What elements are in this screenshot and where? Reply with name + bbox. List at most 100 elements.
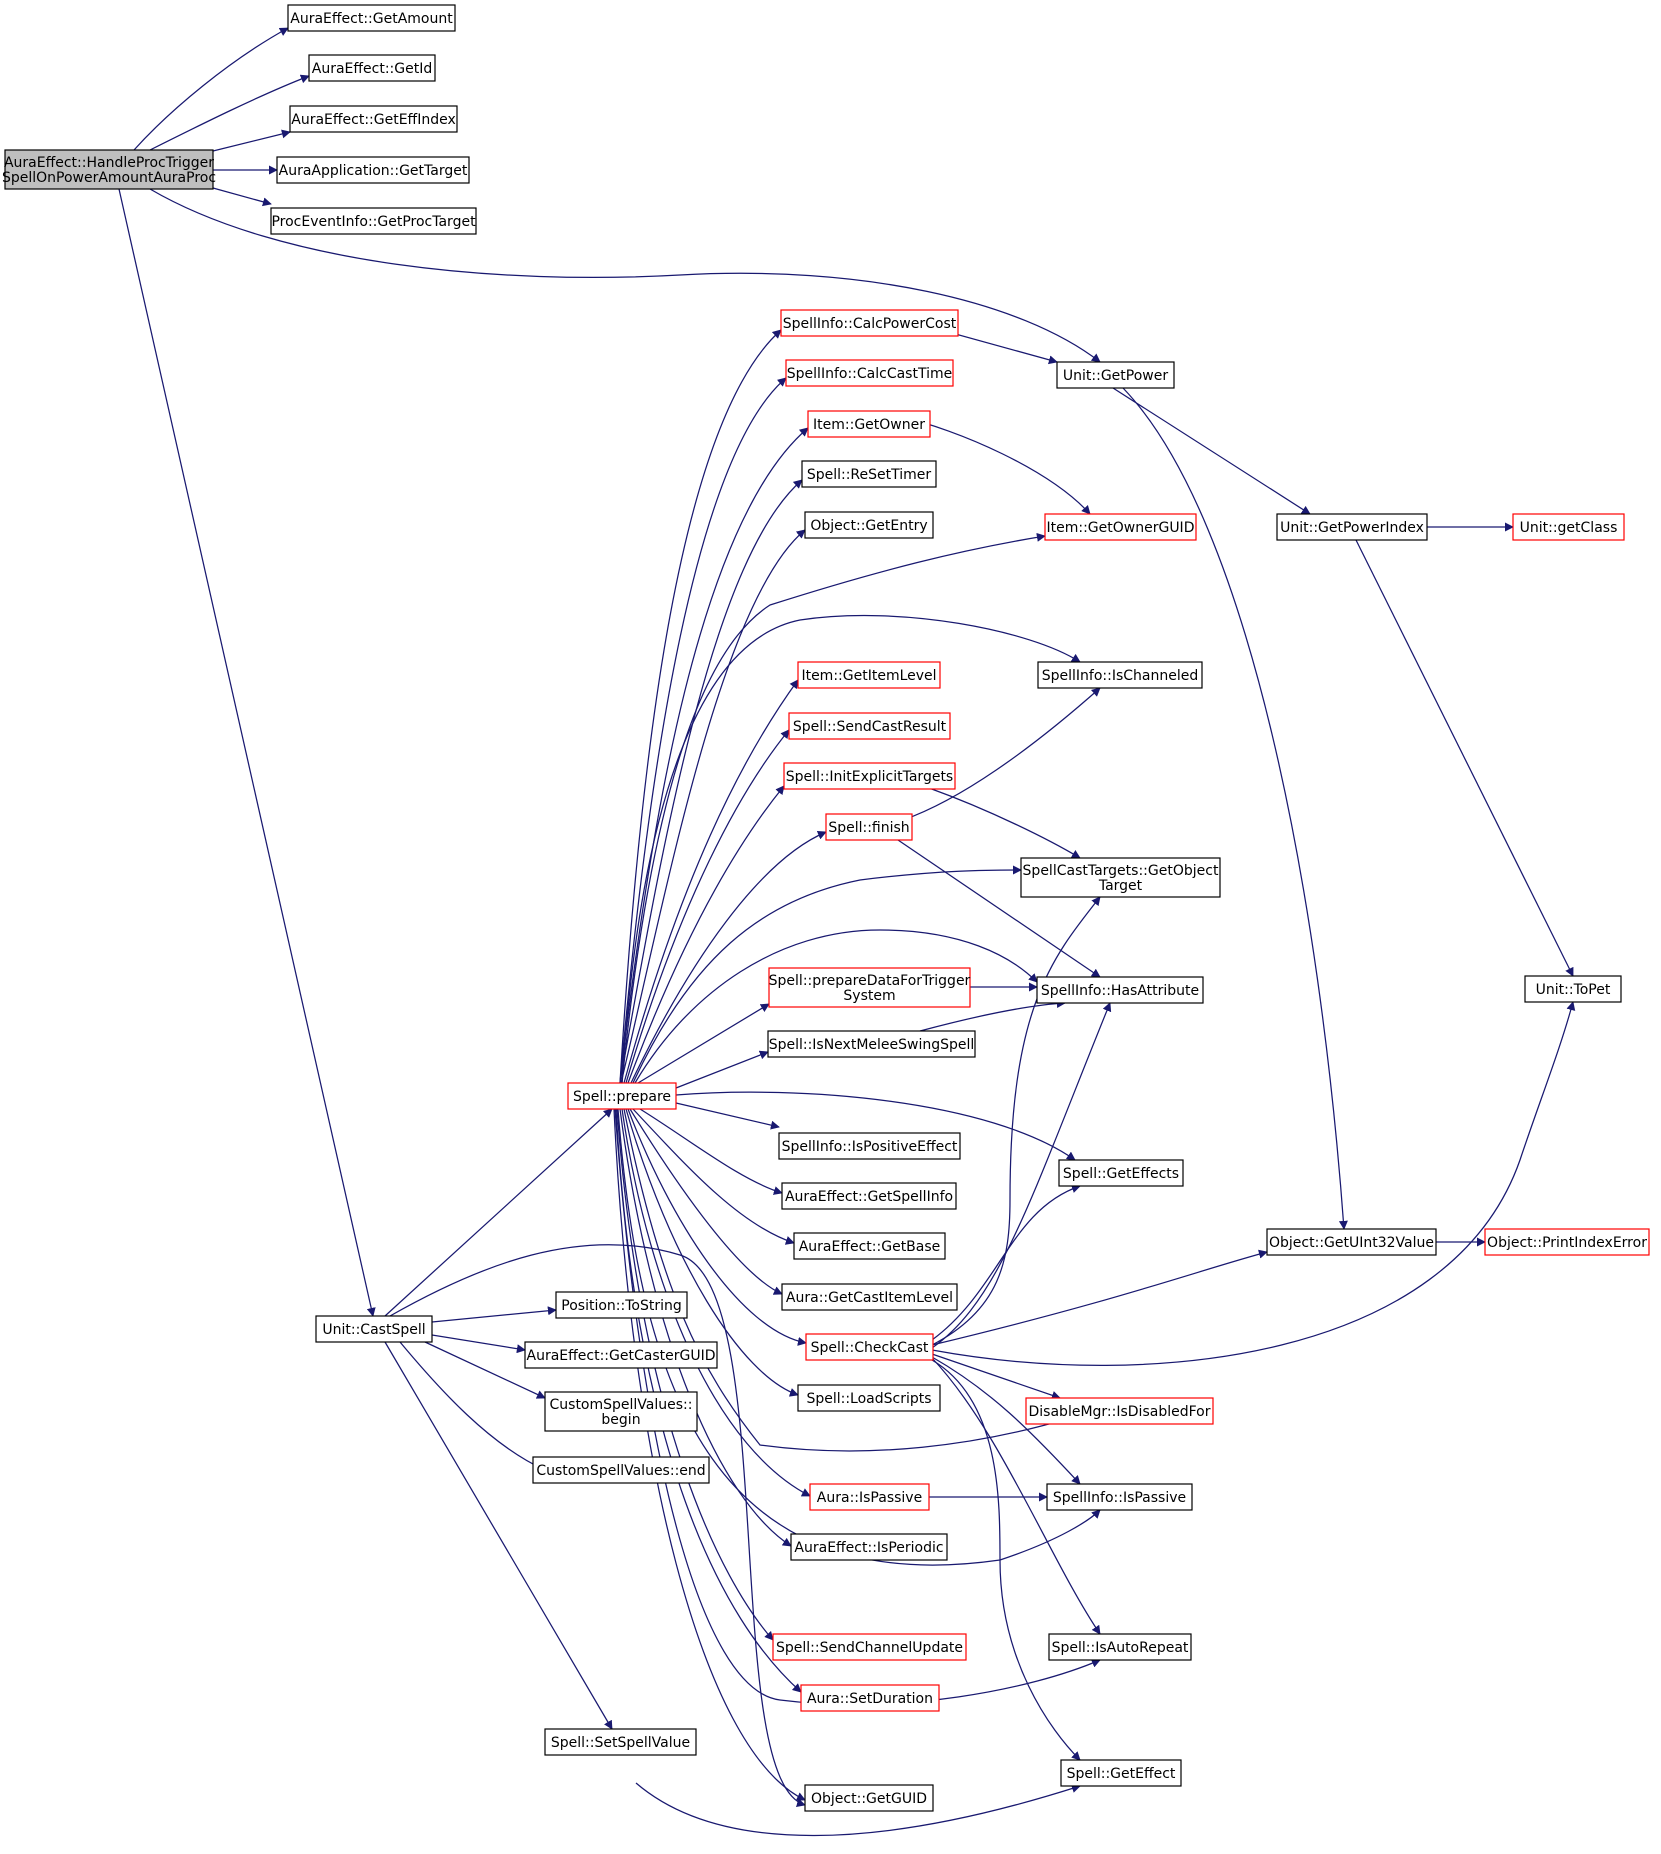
node-setSpellValue[interactable]: Spell::SetSpellValue (544, 1728, 697, 1756)
call-edge-60 (931, 1184, 1081, 1341)
node-csvBegin[interactable]: CustomSpellValues::begin (544, 1391, 698, 1432)
node-csvEnd[interactable]: CustomSpellValues::end (532, 1456, 710, 1484)
call-edge-61 (931, 1353, 1061, 1400)
node-getBase[interactable]: AuraEffect::GetBase (793, 1232, 946, 1260)
node-box (1058, 1159, 1184, 1187)
call-edge-44 (613, 1108, 806, 1801)
node-getEffect[interactable]: Spell::GetEffect (1060, 1759, 1182, 1787)
call-edge-62 (931, 1356, 1081, 1485)
call-edge-11 (399, 1341, 546, 1471)
node-getProcTarget[interactable]: ProcEventInfo::GetProcTarget (270, 207, 477, 235)
call-edge-50 (1355, 539, 1574, 977)
node-box (809, 1483, 930, 1511)
node-isChanneled[interactable]: SpellInfo::IsChanneled (1037, 661, 1203, 689)
node-box (781, 1182, 957, 1210)
node-getAmount[interactable]: AuraEffect::GetAmount (287, 4, 456, 32)
call-edge-14 (635, 1782, 1081, 1837)
node-loadScripts[interactable]: Spell::LoadScripts (797, 1384, 941, 1412)
node-setDuration[interactable]: Aura::SetDuration (800, 1684, 940, 1712)
node-getOwnerGUID[interactable]: Item::GetOwnerGUID (1044, 513, 1197, 541)
node-label: SpellInfo::CalcPowerCost (783, 316, 957, 332)
node-unitGetPower[interactable]: Unit::GetPower (1056, 361, 1175, 389)
node-prepare[interactable]: Spell::prepare (567, 1082, 677, 1110)
node-hasAttribute[interactable]: SpellInfo::HasAttribute (1036, 976, 1204, 1004)
node-isAutoRepeat[interactable]: Spell::IsAutoRepeat (1048, 1633, 1192, 1661)
node-box (1046, 1483, 1193, 1511)
node-label: CustomSpellValues::end (536, 1463, 705, 1479)
node-getTarget[interactable]: AuraApplication::GetTarget (276, 156, 470, 184)
node-label: Target (1098, 878, 1143, 894)
node-root[interactable]: AuraEffect::HandleProcTriggerSpellOnPowe… (2, 149, 216, 190)
node-reSetTimer[interactable]: Spell::ReSetTimer (801, 460, 937, 488)
node-getPowerIndex[interactable]: Unit::GetPowerIndex (1276, 513, 1428, 541)
node-spellInfoIsPassive[interactable]: SpellInfo::IsPassive (1046, 1483, 1193, 1511)
call-edge-13 (389, 1244, 806, 1807)
node-label: SpellInfo::HasAttribute (1041, 983, 1199, 999)
node-label: AuraEffect::GetAmount (290, 11, 453, 27)
call-edge-28 (637, 1003, 770, 1084)
node-calcPowerCost[interactable]: SpellInfo::CalcPowerCost (780, 309, 959, 337)
node-label: Unit::GetPowerIndex (1280, 520, 1424, 536)
node-box (801, 460, 937, 488)
node-itemGetOwner[interactable]: Item::GetOwner (807, 410, 931, 438)
node-isDisabledFor[interactable]: DisableMgr::IsDisabledFor (1025, 1397, 1214, 1425)
node-box (772, 1633, 967, 1661)
call-edge-24 (627, 785, 785, 1084)
call-edge-51 (902, 687, 1101, 821)
node-box (524, 1341, 718, 1369)
node-isNextMeleeSwingSpell[interactable]: Spell::IsNextMeleeSwingSpell (767, 1030, 976, 1058)
node-castSpell[interactable]: Unit::CastSpell (315, 1315, 433, 1343)
node-sendCastResult[interactable]: Spell::SendCastResult (788, 712, 951, 740)
node-getEffects[interactable]: Spell::GetEffects (1058, 1159, 1184, 1187)
node-initExplicitTargets[interactable]: Spell::InitExplicitTargets (783, 762, 956, 790)
node-toPet[interactable]: Unit::ToPet (1524, 975, 1622, 1003)
call-edge-35 (627, 1108, 807, 1346)
node-getEntry[interactable]: Object::GetEntry (804, 511, 934, 539)
node-box (804, 511, 934, 539)
node-printIndexError[interactable]: Object::PrintIndexError (1484, 1228, 1650, 1256)
call-edge-10 (424, 1341, 546, 1399)
call-edge-9 (431, 1334, 526, 1354)
node-checkCast[interactable]: Spell::CheckCast (805, 1333, 934, 1361)
call-edge-16 (619, 377, 787, 1084)
node-isPeriodic[interactable]: AuraEffect::IsPeriodic (790, 1533, 948, 1561)
node-getGUID[interactable]: Object::GetGUID (804, 1784, 934, 1812)
node-getCasterGUID[interactable]: AuraEffect::GetCasterGUID (524, 1341, 718, 1369)
node-getCastItemLevel[interactable]: Aura::GetCastItemLevel (781, 1283, 958, 1311)
node-finish[interactable]: Spell::finish (825, 813, 913, 841)
node-getSpellInfo[interactable]: AuraEffect::GetSpellInfo (781, 1182, 957, 1210)
node-getEffIndex[interactable]: AuraEffect::GetEffIndex (289, 105, 458, 133)
node-box (767, 1030, 976, 1058)
call-edge-42 (615, 1108, 802, 1693)
call-edge-5 (149, 188, 1101, 363)
call-edge-23 (625, 729, 790, 1084)
call-edge-63 (931, 1357, 1101, 1635)
call-edge-21 (621, 614, 1081, 1084)
node-getId[interactable]: AuraEffect::GetId (308, 54, 436, 82)
node-positionToString[interactable]: Position::ToString (555, 1291, 688, 1319)
node-getUInt32Value[interactable]: Object::GetUInt32Value (1266, 1228, 1437, 1256)
node-box (289, 105, 458, 133)
node-auraIsPassive[interactable]: Aura::IsPassive (809, 1483, 930, 1511)
call-edge-18 (619, 479, 803, 1084)
node-label: Spell::SendCastResult (793, 719, 947, 735)
call-edge-52 (897, 839, 1101, 978)
node-getClass[interactable]: Unit::getClass (1512, 513, 1625, 541)
call-edge-64 (931, 1359, 1081, 1761)
node-box (768, 967, 971, 1008)
node-box (1524, 975, 1622, 1003)
node-box (1060, 1759, 1182, 1787)
call-edge-47 (1112, 387, 1311, 515)
node-sendChannelUpdate[interactable]: Spell::SendChannelUpdate (772, 1633, 967, 1661)
node-getItemLevel[interactable]: Item::GetItemLevel (797, 661, 941, 689)
node-label: Aura::GetCastItemLevel (786, 1290, 953, 1306)
node-label: Spell::LoadScripts (806, 1391, 931, 1407)
node-box (805, 1333, 934, 1361)
node-label: Unit::CastSpell (322, 1322, 425, 1338)
node-isPositiveEffect[interactable]: SpellInfo::IsPositiveEffect (778, 1132, 961, 1160)
node-label: Object::GetUInt32Value (1269, 1235, 1434, 1251)
node-calcCastTime[interactable]: SpellInfo::CalcCastTime (785, 359, 954, 387)
node-box (532, 1456, 710, 1484)
